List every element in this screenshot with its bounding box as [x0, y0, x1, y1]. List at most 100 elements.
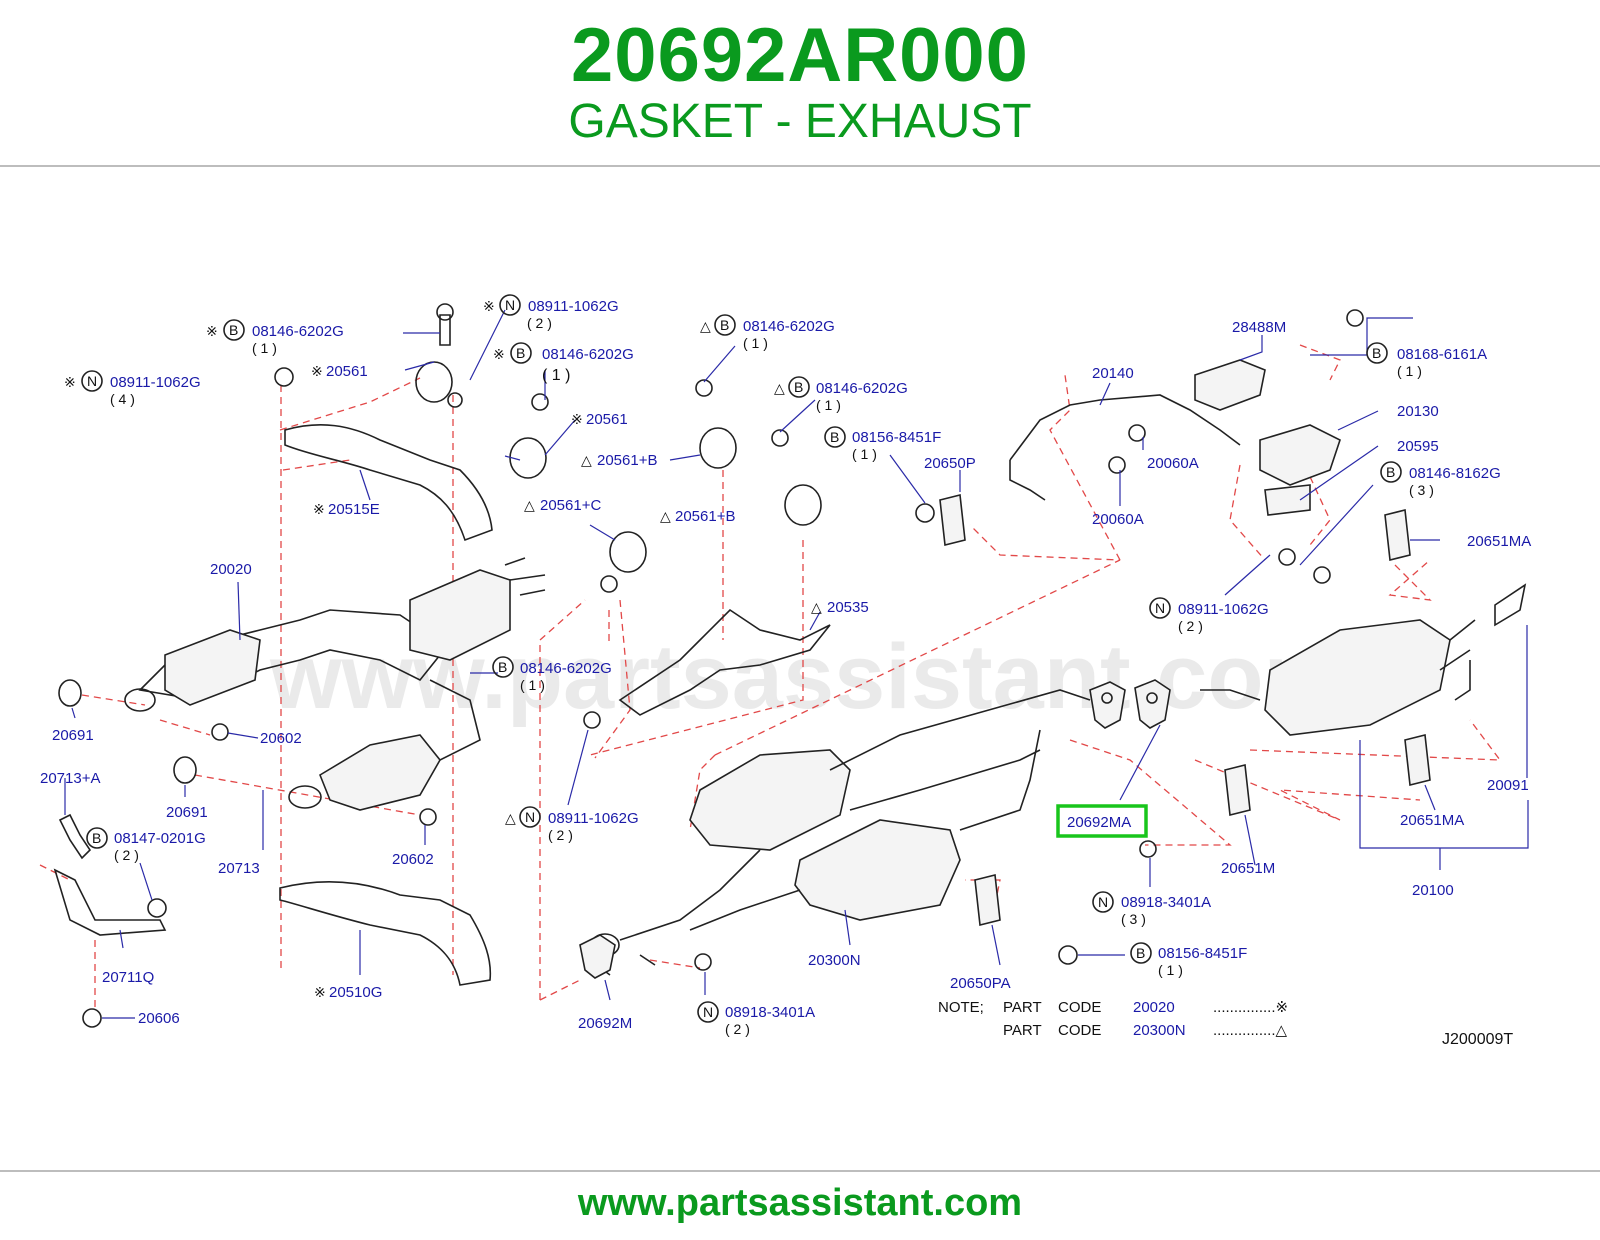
svg-text:△: △	[581, 452, 592, 468]
hardware-bolts-nuts	[82, 303, 1364, 1028]
gaskets	[579, 679, 1171, 979]
svg-text:( 2 ): ( 2 )	[725, 1021, 750, 1037]
callout-label: 20691	[52, 727, 94, 744]
callout-label: 08918-3401A	[1121, 894, 1211, 911]
callout-label: 08146-6202G	[816, 380, 908, 397]
svg-text:N: N	[525, 809, 535, 825]
highlighted-part-label[interactable]: 20692MA	[1067, 814, 1131, 831]
svg-text:※: ※	[314, 984, 326, 1000]
callout-label: 20535	[827, 599, 869, 616]
svg-text:B: B	[1372, 345, 1381, 361]
svg-text:N: N	[505, 297, 515, 313]
svg-text:B: B	[830, 429, 839, 445]
part-name-subtitle: GASKET - EXHAUST	[568, 95, 1032, 148]
svg-text:△: △	[505, 810, 516, 826]
callout-label: 20130	[1397, 403, 1439, 420]
highlighted-part[interactable]: 20692MA	[1056, 804, 1148, 838]
callout-label: 20300N	[808, 952, 861, 969]
part-number-title: 20692AR000	[571, 13, 1029, 98]
svg-text:※: ※	[313, 501, 325, 517]
callout-label: 20060A	[1147, 455, 1199, 472]
callout-label: 20713+A	[40, 770, 100, 787]
callout-label: 08146-8162G	[1409, 465, 1501, 482]
svg-text:( 1 ): ( 1 )	[743, 335, 768, 351]
callout-label: 20595	[1397, 438, 1439, 455]
svg-text:B: B	[1136, 945, 1145, 961]
exhaust-diagram: www.partsassistant.com	[39, 294, 1531, 1048]
part-labels: 08146-6202G ( 1 ) 08911-1062G ( 2 ) 0814…	[40, 298, 1531, 1037]
svg-text:※: ※	[311, 363, 323, 379]
callout-label: 20651M	[1221, 860, 1275, 877]
callout-label: 28488M	[1232, 319, 1286, 336]
callout-label: 20561	[586, 411, 628, 428]
callout-label: 20561+C	[540, 497, 601, 514]
footer-url[interactable]: www.partsassistant.com	[577, 1182, 1023, 1224]
svg-text:...............△: ...............△	[1213, 1022, 1288, 1039]
callout-label: 20650PA	[950, 975, 1011, 992]
rear-heat-shield	[279, 881, 492, 986]
callout-label: 08156-8451F	[852, 429, 941, 446]
center-heat-shield	[618, 608, 831, 716]
callout-label: 20602	[392, 851, 434, 868]
diagram-code: J200009T	[1442, 1031, 1513, 1048]
svg-text:B: B	[1386, 464, 1395, 480]
front-bracket	[53, 813, 167, 936]
callout-label: 08911-1062G	[110, 374, 201, 391]
front-heat-shield	[284, 424, 493, 542]
callout-label: 08146-6202G	[743, 318, 835, 335]
callout-label: 20561	[326, 363, 368, 380]
svg-text:CODE: CODE	[1058, 999, 1101, 1016]
svg-text:※: ※	[64, 374, 76, 390]
callout-label: 20711Q	[102, 969, 154, 986]
callout-label: 08147-0201G	[114, 830, 206, 847]
svg-text:( 2 ): ( 2 )	[1178, 618, 1203, 634]
svg-text:△: △	[700, 318, 711, 334]
svg-text:...............※: ...............※	[1213, 999, 1288, 1016]
callout-label: 20713	[218, 860, 260, 877]
callout-label: 08168-6161A	[1397, 346, 1487, 363]
svg-text:PART: PART	[1003, 999, 1042, 1016]
svg-text:B: B	[516, 345, 525, 361]
callout-label: 20140	[1092, 365, 1134, 382]
header-divider	[0, 165, 1600, 167]
callout-label: 08146-6202G	[542, 346, 634, 363]
svg-text:※: ※	[206, 323, 218, 339]
callout-label: 20515E	[328, 501, 380, 518]
callout-label: 08146-6202G	[520, 660, 612, 677]
callout-label: 20606	[138, 1010, 180, 1027]
callout-label: 20561+B	[675, 508, 735, 525]
gasket-20691-a	[58, 679, 82, 707]
svg-text:( 1 ): ( 1 )	[542, 367, 570, 384]
callout-label: 20091	[1487, 777, 1529, 794]
callout-label: 08918-3401A	[725, 1004, 815, 1021]
svg-text:( 1 ): ( 1 )	[1397, 363, 1422, 379]
callout-label: 20602	[260, 730, 302, 747]
gasket-20691-b	[173, 756, 197, 784]
callout-label: 08911-1062G	[1178, 601, 1269, 618]
svg-text:※: ※	[493, 346, 505, 362]
center-pipe-and-mufflers	[589, 689, 1091, 976]
svg-text:△: △	[811, 599, 822, 615]
callout-label: 08146-6202G	[252, 323, 344, 340]
y-pipe-front	[124, 557, 546, 811]
svg-text:N: N	[87, 373, 97, 389]
bolt-nut-markers: B N B N B B B B B B N B N N N B	[81, 294, 1402, 1023]
svg-text:PART: PART	[1003, 1022, 1042, 1039]
svg-text:B: B	[92, 830, 101, 846]
svg-text:※: ※	[571, 411, 583, 427]
highlight-box[interactable]	[1056, 804, 1148, 838]
page-header: 20692AR000 GASKET - EXHAUST	[0, 0, 1600, 168]
svg-text:B: B	[229, 322, 238, 338]
svg-text:( 2 ): ( 2 )	[548, 827, 573, 843]
svg-text:( 1 ): ( 1 )	[520, 677, 545, 693]
callout-label: 20020	[210, 561, 252, 578]
svg-text:△: △	[524, 497, 535, 513]
svg-text:△: △	[774, 380, 785, 396]
callout-label: 20510G	[329, 984, 382, 1001]
svg-text:( 3 ): ( 3 )	[1121, 911, 1146, 927]
svg-text:B: B	[794, 379, 803, 395]
svg-text:CODE: CODE	[1058, 1022, 1101, 1039]
svg-text:B: B	[498, 659, 507, 675]
callout-label: 08156-8451F	[1158, 945, 1247, 962]
svg-text:( 4 ): ( 4 )	[110, 391, 135, 407]
